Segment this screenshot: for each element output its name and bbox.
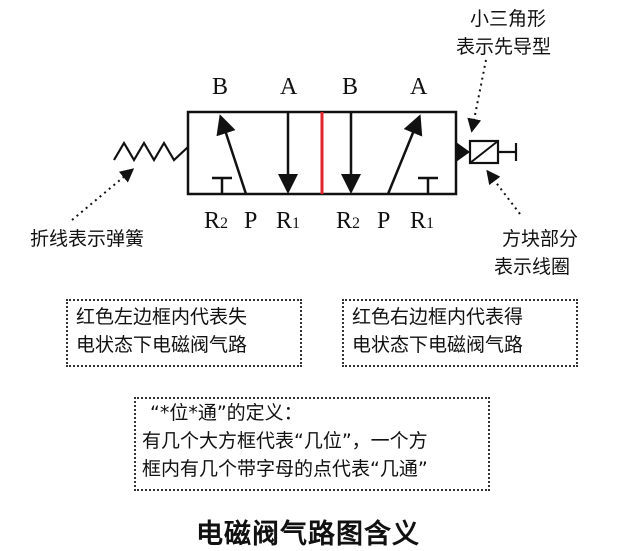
pilot-annotation-line1: 小三角形 — [470, 8, 547, 30]
top-port-a-right: A — [410, 74, 428, 100]
top-port-b-left: B — [212, 74, 229, 100]
definition-line2: 有几个大方框代表“几位”，一个方 — [142, 430, 428, 452]
pilot-annotation-line2: 表示先导型 — [456, 36, 552, 58]
spring-zigzag — [113, 140, 189, 163]
left-arrow-p-to-b — [216, 114, 248, 195]
diagram-caption: 电磁阀气路图含义 — [196, 519, 420, 550]
coil-annotation-line1: 方块部分 — [502, 228, 579, 250]
bottom-port-p-right: P — [377, 208, 391, 234]
left-state-line1: 红色左边框内代表失 — [76, 306, 248, 328]
pilot-leader-line — [467, 59, 487, 133]
coil-annotation-line2: 表示线圈 — [494, 256, 571, 278]
right-state-line2: 电状态下电磁阀气路 — [352, 334, 524, 356]
coil-leader-line — [486, 169, 521, 215]
right-state-box — [342, 299, 578, 367]
definition-box — [134, 397, 490, 491]
left-state-line2: 电状态下电磁阀气路 — [76, 334, 248, 356]
right-state-line1: 红色右边框内代表得 — [352, 306, 524, 328]
bottom-port-p-left: P — [244, 208, 258, 234]
top-port-b-right: B — [342, 74, 359, 100]
left-state-box — [66, 299, 302, 367]
bottom-port-r2-right: R2 — [336, 208, 361, 234]
spring-annotation: 折线表示弹簧 — [30, 228, 145, 250]
bottom-port-r1-right: R1 — [410, 208, 435, 234]
bottom-port-r1-left: R1 — [276, 208, 301, 234]
definition-line3: 框内有几个带字母的点代表“几通” — [142, 458, 428, 480]
bottom-port-r2-left: R2 — [204, 208, 229, 234]
right-arrow-p-to-a — [386, 114, 423, 195]
definition-line1: “*位*通”的定义： — [150, 402, 303, 424]
top-port-a-left: A — [280, 74, 298, 100]
spring-leader-line — [71, 168, 135, 221]
